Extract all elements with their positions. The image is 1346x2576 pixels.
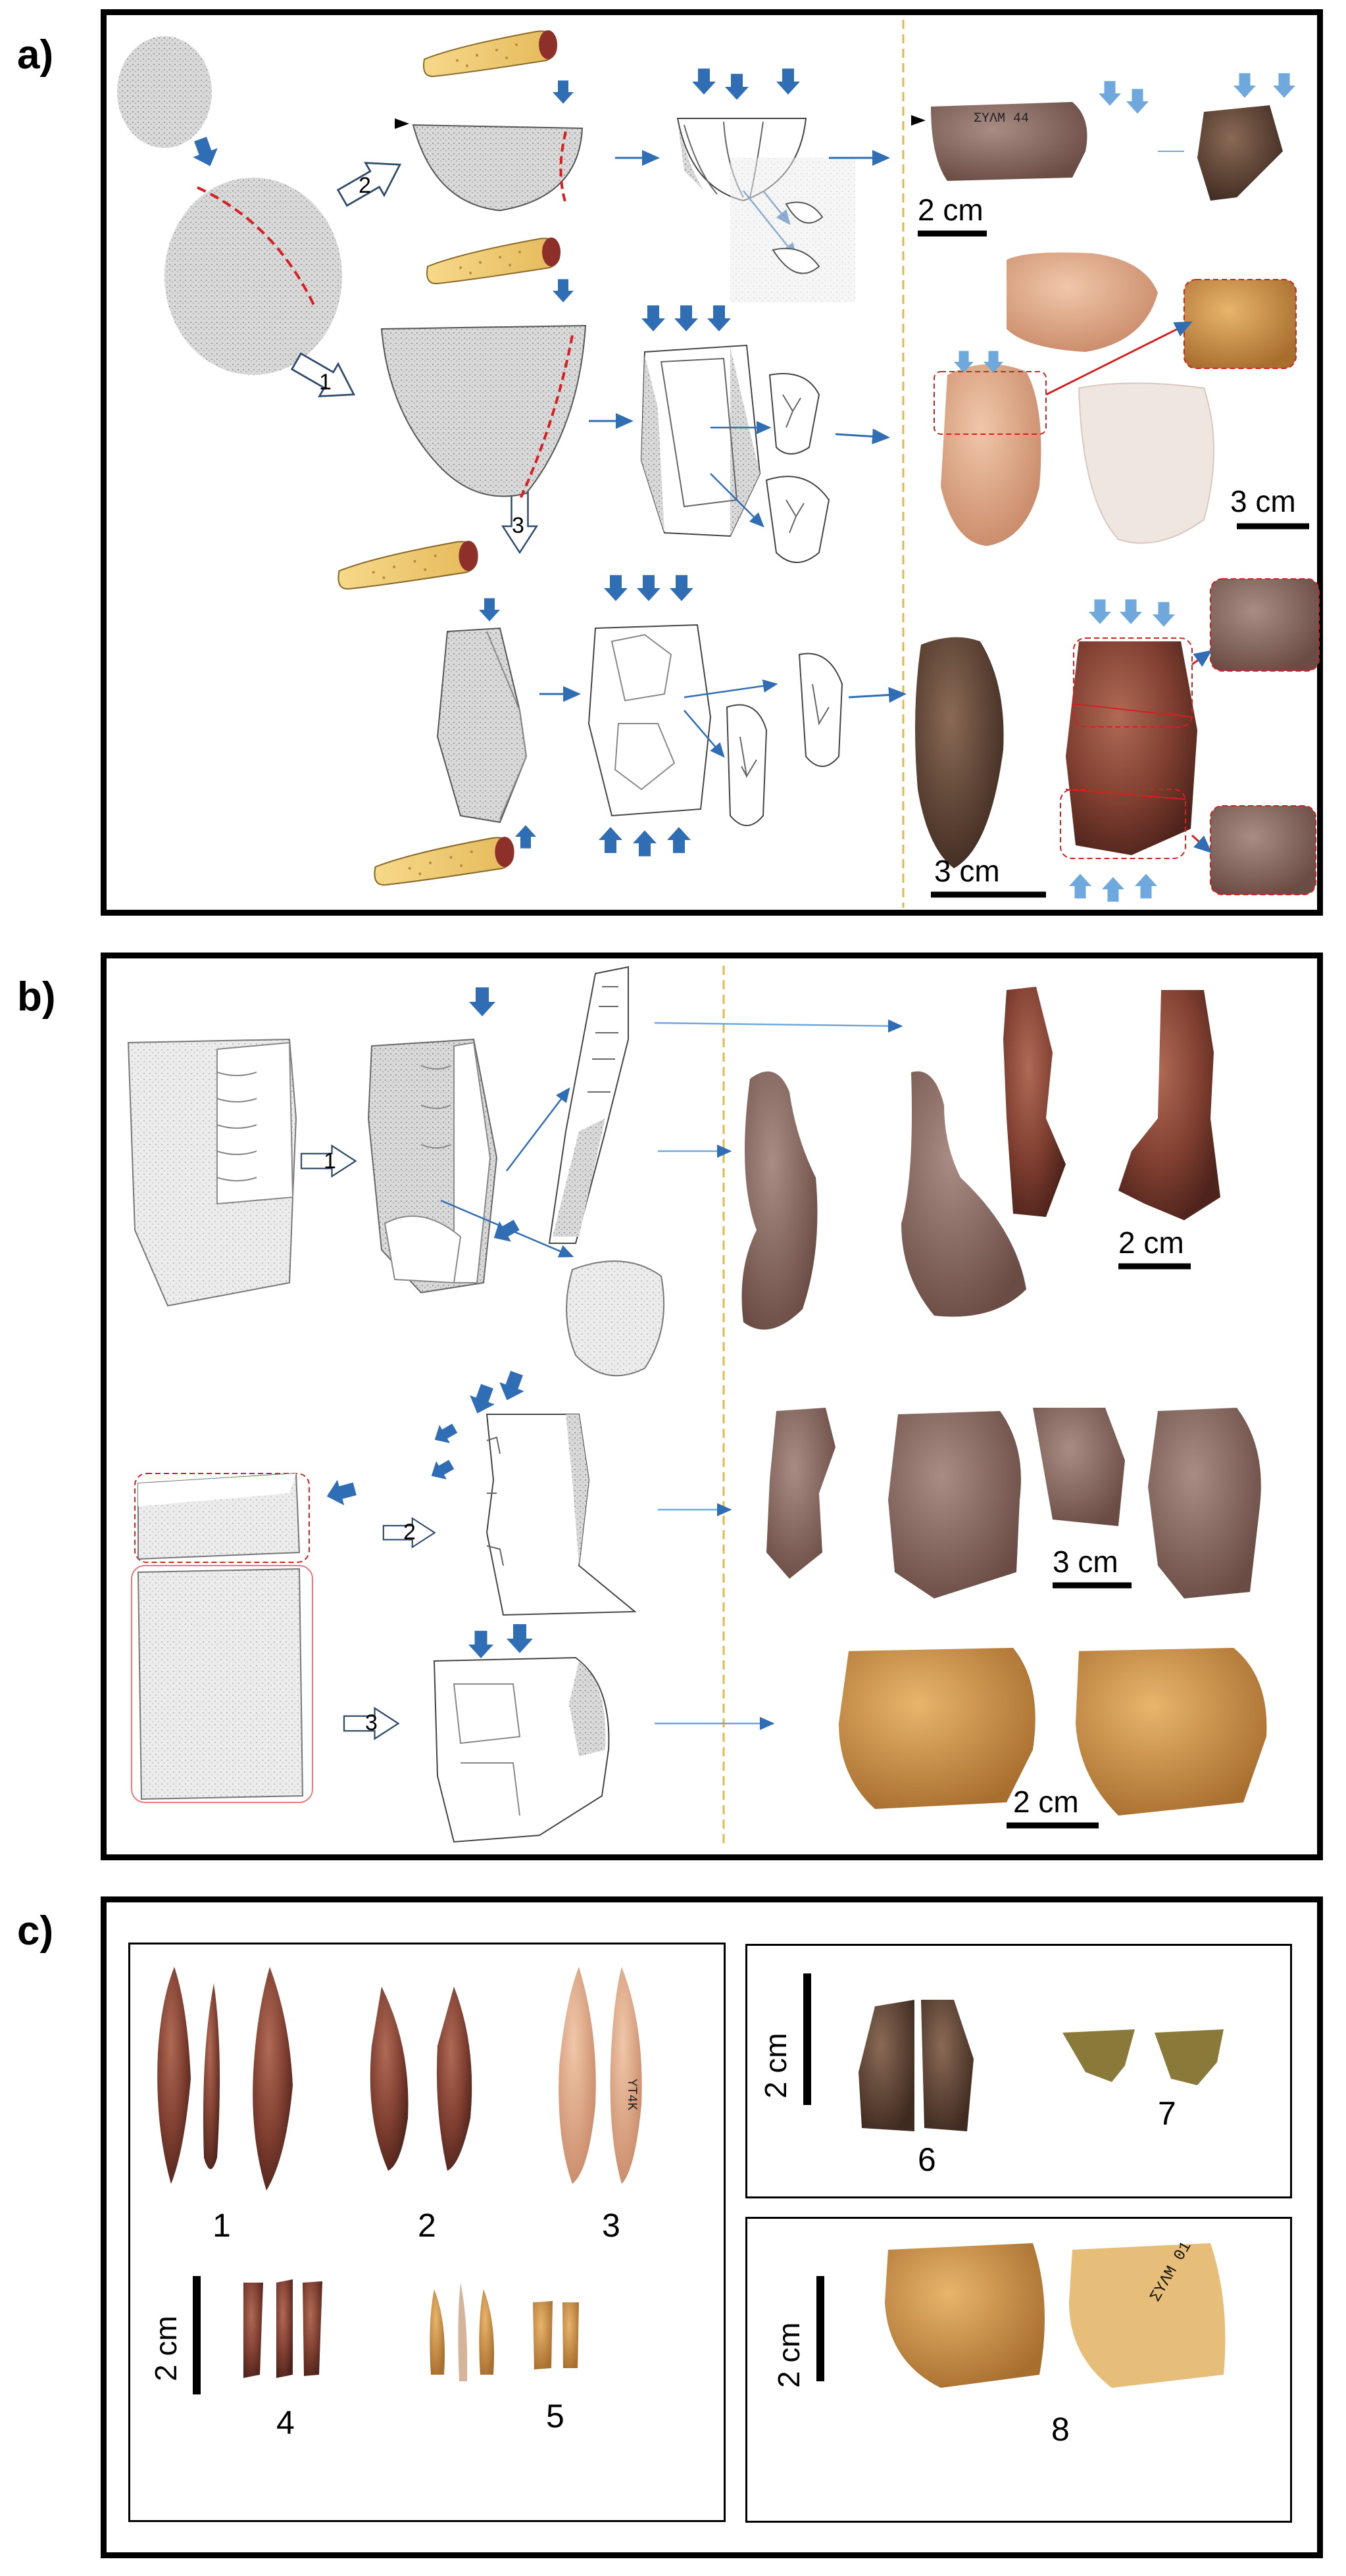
nodule [164,178,342,375]
step-a-1: 1 [319,370,332,395]
label-c-7: 7 [1158,2095,1176,2132]
photo-a2 [1197,105,1283,201]
panel-c-label: c) [17,1908,54,1954]
scale-c-1: 2 cm [149,2316,183,2381]
panel-b-drawing: 1 2 cm 2 [127,966,1267,1848]
label-c-4: 4 [276,2404,295,2441]
photo-b9 [839,1648,1035,1809]
label-c-5: 5 [546,2398,564,2435]
scale-a-3: 3 cm [934,854,1000,888]
pebble-small [117,36,212,148]
label-c-1: 1 [212,2207,231,2244]
photo-a1 [931,102,1087,181]
panel-a-label: a) [17,32,54,78]
label-c-8: 8 [1051,2411,1070,2448]
panel-b-label: b) [17,974,56,1020]
photo-a3 [1007,252,1158,352]
detail-a2 [1210,578,1320,672]
photo-b4 [1118,990,1220,1220]
step-b-2: 2 [403,1520,416,1545]
photo-a5 [1078,382,1214,544]
svg-text:ΥΤ4Κ: ΥΤ4Κ [624,2079,639,2110]
photo-b6 [888,1411,1021,1598]
photo-b8 [1148,1408,1261,1598]
photo-b2 [901,1071,1026,1317]
scale-c-3: 2 cm [772,2322,806,2388]
step-a-3: 3 [512,513,524,538]
scale-b-2: 3 cm [1053,1545,1118,1579]
svg-text:ΣΥΛΜ 44: ΣΥΛΜ 44 [974,111,1029,126]
label-c-2: 2 [418,2207,436,2244]
panel-a-drawing: 2 1 3 [117,20,1320,908]
photo-b10 [1076,1648,1267,1816]
detail-a3 [1210,805,1316,895]
photo-b5 [766,1408,835,1579]
photo-a6 [915,637,1004,868]
label-c-6: 6 [918,2141,936,2178]
scale-a-1: 2 cm [918,193,984,227]
photo-b3 [1003,987,1066,1217]
step-a-2: 2 [359,173,371,198]
photo-a4 [941,364,1041,546]
scale-b-1: 2 cm [1118,1226,1184,1260]
detail-a1 [1184,279,1297,369]
step-b-1: 1 [324,1149,336,1174]
scale-a-2: 3 cm [1230,484,1296,518]
label-c-3: 3 [602,2207,620,2244]
photo-a7 [1066,641,1197,855]
photo-b1 [741,1071,818,1330]
photo-b7 [1033,1408,1125,1526]
scale-b-3: 2 cm [1013,1785,1079,1819]
scale-c-2: 2 cm [759,2033,793,2098]
panel-c-drawing: 1 2 ΥΤ4Κ 3 2 cm 4 5 2 cm 6 7 [149,1967,1226,2448]
step-b-3: 3 [365,1710,378,1735]
